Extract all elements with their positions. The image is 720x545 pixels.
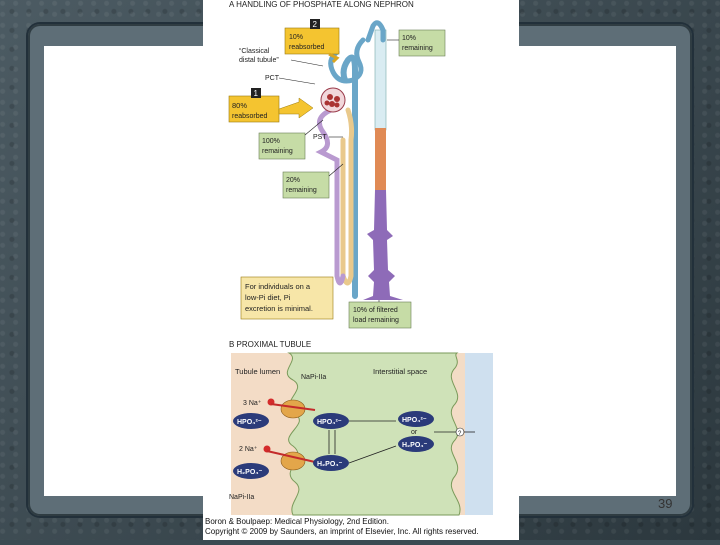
step1-arrow-icon <box>278 97 314 119</box>
svg-text:HPO₄²⁻: HPO₄²⁻ <box>402 417 427 424</box>
figure-caption: Boron & Boulpaep: Medical Physiology, 2n… <box>205 517 479 537</box>
panel-b-title: B PROXIMAL TUBULE <box>229 340 311 349</box>
final-remaining-box: 10% of filtered load remaining <box>348 301 412 329</box>
caption-line-2: Copyright © 2009 by Saunders, an imprint… <box>205 527 479 536</box>
nephron-tubule <box>315 20 386 299</box>
step2-text: reabsorbed <box>289 44 325 51</box>
lumen-label: Tubule lumen <box>235 367 280 376</box>
unknown-transporter-label: ? <box>458 431 462 437</box>
note-line-1: For individuals on a <box>245 282 311 291</box>
remaining-100-pct: 100% <box>262 138 280 145</box>
final-remaining-text: load remaining <box>353 317 399 324</box>
hpo4-right: HPO₄²⁻ <box>398 411 434 427</box>
collecting-duct <box>363 29 403 300</box>
remaining-top-text: remaining <box>402 45 433 52</box>
remaining-100-text: remaining <box>262 148 293 155</box>
na-flux-top-arrow <box>270 403 316 411</box>
remaining-20-leader <box>328 163 344 177</box>
step2-box: 2 10% reabsorbed <box>284 19 340 55</box>
hpo4-left: HPO₄²⁻ <box>233 413 269 429</box>
note-line-2: low-Pi diet, Pi <box>245 293 291 302</box>
note-line-3: excretion is minimal. <box>245 304 313 313</box>
svg-text:H₂PO₄⁻: H₂PO₄⁻ <box>317 461 343 468</box>
caption-line-1: Boron & Boulpaep: Medical Physiology, 2n… <box>205 517 389 526</box>
remaining-20-text: remaining <box>286 187 317 194</box>
hpo4-mid: HPO₄²⁻ <box>313 413 349 429</box>
napi-top-label: NaPi-IIa <box>301 374 326 381</box>
napi-bottom-label: NaPi-IIa <box>229 494 254 501</box>
glomerulus-icon <box>320 87 346 113</box>
pct-label-top: PCT <box>265 75 280 82</box>
svg-text:H₂PO₄⁻: H₂PO₄⁻ <box>402 442 428 449</box>
classical-leader <box>290 59 324 67</box>
classical-label-1: “Classical <box>239 48 270 55</box>
h2po4-left: H₂PO₄⁻ <box>233 463 269 479</box>
remaining-top-pct: 10% <box>402 35 416 42</box>
na-flux-bottom-arrow <box>266 450 316 463</box>
step2-arrow-icon <box>328 52 340 64</box>
h2po4-transfer-arrow <box>348 445 397 464</box>
step1-number: 1 <box>254 89 259 98</box>
remaining-20-box: 20% remaining <box>282 171 330 199</box>
svg-text:HPO₄²⁻: HPO₄²⁻ <box>237 419 262 426</box>
or-label: or <box>411 429 418 436</box>
pst-label: PST <box>313 134 327 141</box>
classical-label-2: distal tubule” <box>239 57 279 64</box>
step2-number: 2 <box>313 20 318 29</box>
step1-text: reabsorbed <box>232 113 268 120</box>
phosphate-figure-svg: A HANDLING OF PHOSPHATE ALONG NEPHRON “C… <box>228 0 493 516</box>
panel-a-title: A HANDLING OF PHOSPHATE ALONG NEPHRON <box>229 0 414 9</box>
h2po4-mid: H₂PO₄⁻ <box>313 455 349 471</box>
interstitial-label: Interstitial space <box>373 367 427 376</box>
step1-pct: 80% <box>232 101 247 110</box>
remaining-20-pct: 20% <box>286 177 300 184</box>
pct-leader <box>278 77 316 85</box>
final-remaining-pct: 10% of filtered <box>353 307 398 314</box>
step2-pct: 10% <box>289 34 303 41</box>
remaining-top-box: 10% remaining <box>398 29 446 57</box>
svg-text:H₂PO₄⁻: H₂PO₄⁻ <box>237 469 263 476</box>
na2-label: 2 Na⁺ <box>239 446 258 453</box>
remaining-100-leader <box>304 119 324 136</box>
h2po4-right: H₂PO₄⁻ <box>398 436 434 452</box>
phosphate-figure: A HANDLING OF PHOSPHATE ALONG NEPHRON “C… <box>203 0 519 540</box>
proximal-tubule-cell-diagram <box>231 352 493 516</box>
step1-box: 1 80% reabsorbed <box>228 88 280 123</box>
na3-label: 3 Na⁺ <box>243 400 262 407</box>
low-pi-note-box: For individuals on a low-Pi diet, Pi exc… <box>240 276 334 320</box>
svg-text:HPO₄²⁻: HPO₄²⁻ <box>317 419 342 426</box>
page-number: 39 <box>658 496 673 511</box>
remaining-100-box: 100% remaining <box>258 132 306 160</box>
